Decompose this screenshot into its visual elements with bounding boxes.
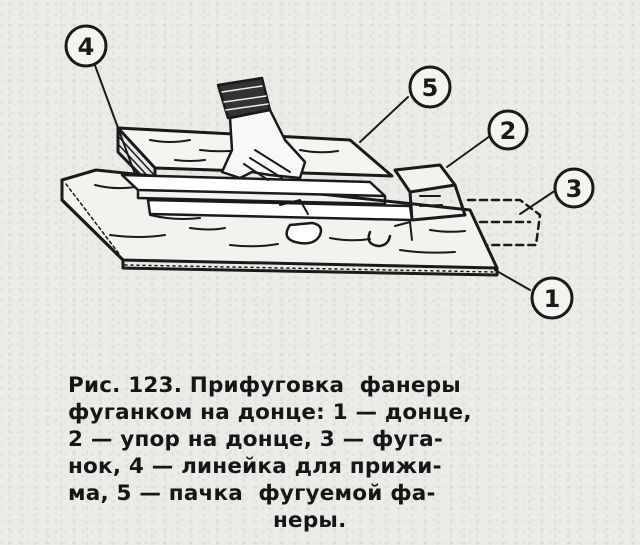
callout-2: 2 bbox=[487, 109, 529, 151]
callout-3: 3 bbox=[553, 167, 595, 209]
hand bbox=[216, 76, 307, 181]
callout-5: 5 bbox=[408, 65, 452, 109]
leader-lines bbox=[92, 59, 557, 291]
svg-text:1: 1 bbox=[544, 285, 561, 313]
caption-line-2: фуганком на донце: 1 — донце, bbox=[68, 400, 472, 425]
svg-text:2: 2 bbox=[500, 117, 517, 145]
plane-dashed-outline bbox=[466, 198, 542, 247]
callout-1: 1 bbox=[530, 276, 574, 320]
caption-line-4: нок, 4 — линейка для прижи- bbox=[68, 454, 442, 479]
jointer-plane bbox=[146, 198, 414, 248]
caption-line-3: 2 — упор на донце, 3 — фуга- bbox=[68, 427, 443, 452]
caption-line-1: Рис. 123. Прифуговка фанеры bbox=[68, 373, 461, 398]
svg-text:3: 3 bbox=[566, 175, 583, 203]
callout-4: 4 bbox=[64, 24, 108, 68]
figure-caption: Рис. 123. Прифуговка фанеры фуганком на … bbox=[68, 372, 568, 534]
svg-text:4: 4 bbox=[78, 33, 95, 61]
board-donce bbox=[60, 168, 499, 277]
svg-text:5: 5 bbox=[422, 74, 439, 102]
caption-line-5: ма, 5 — пачка фугуемой фа- bbox=[68, 481, 436, 506]
pressing-ruler bbox=[120, 173, 387, 206]
caption-line-6: неры. bbox=[273, 508, 347, 533]
